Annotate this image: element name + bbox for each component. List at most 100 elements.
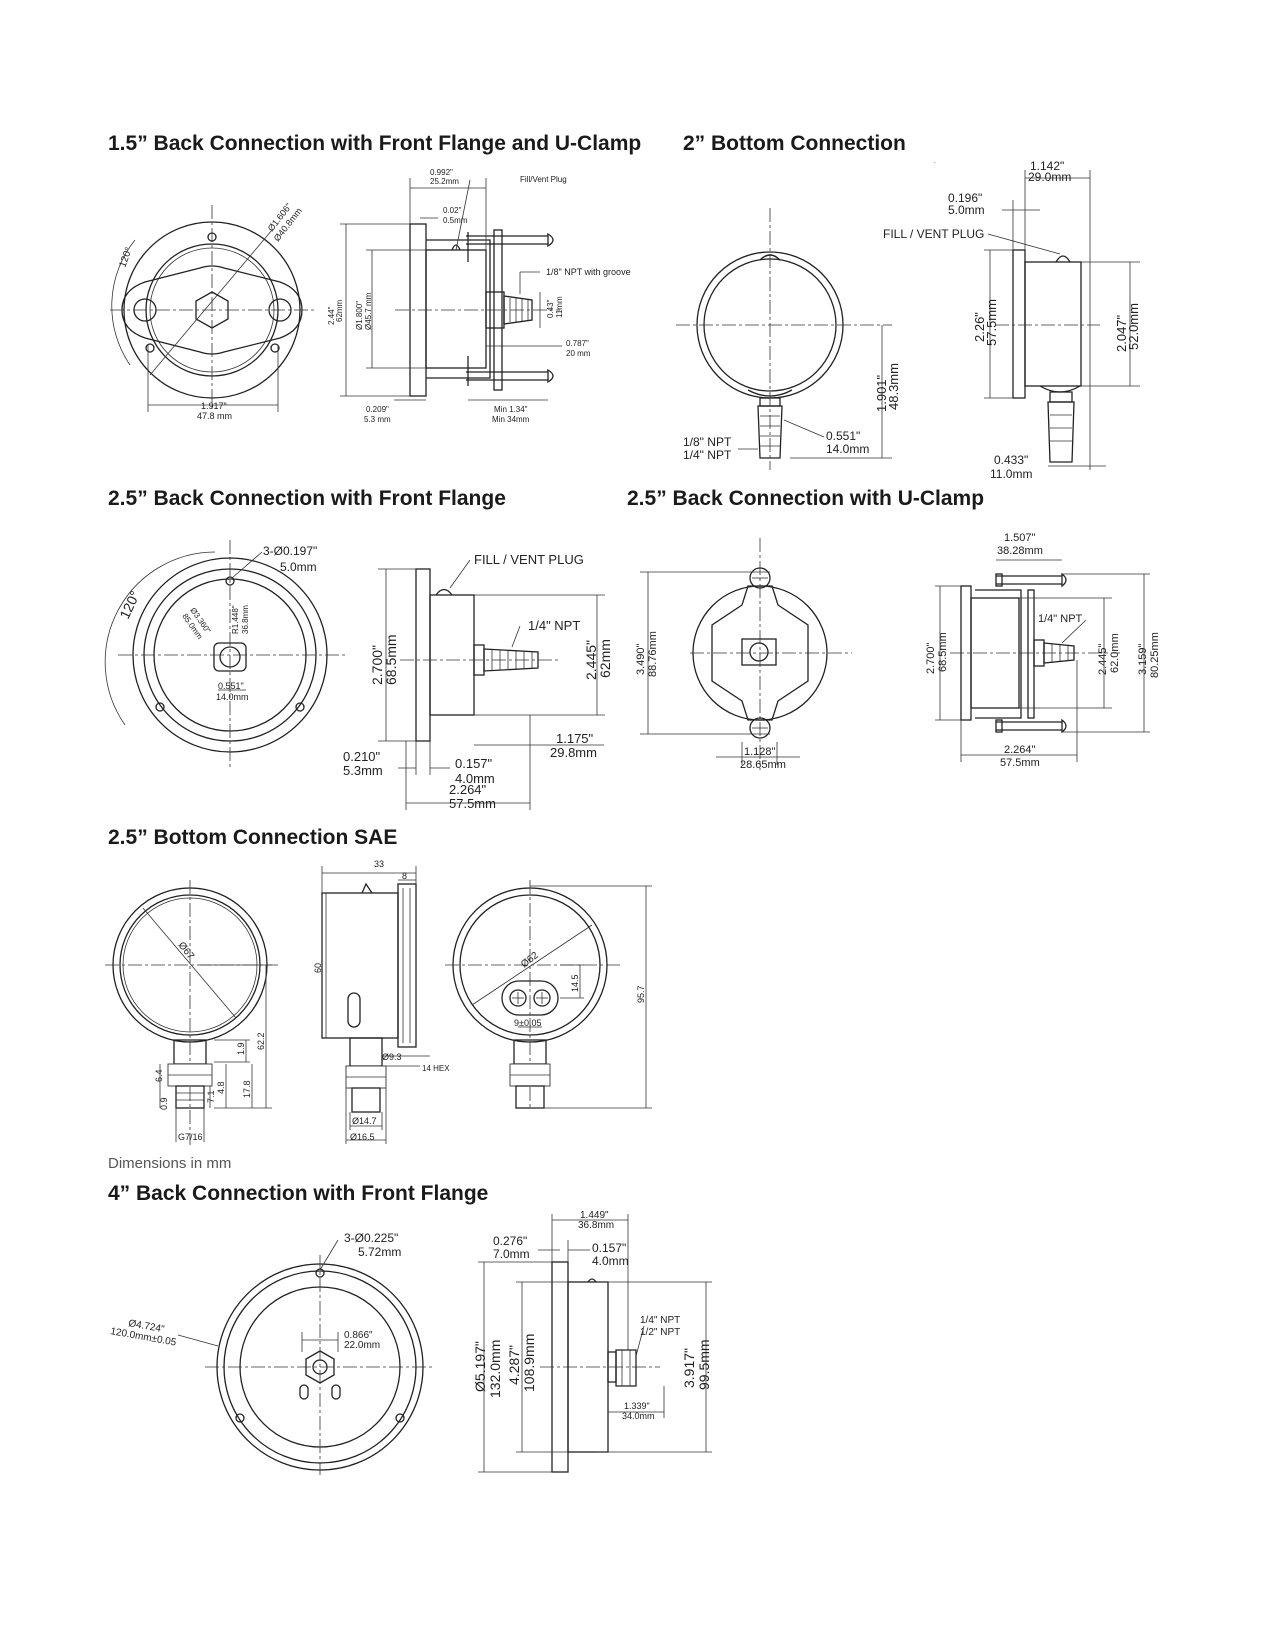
dimension-label: 47.8 mm <box>197 411 232 421</box>
dimension-label: 14.5 <box>570 974 580 992</box>
dimension-label: 99.5mm <box>696 1339 712 1390</box>
dimension-label: Ø16.5 <box>350 1132 375 1142</box>
dimension-label: 57.5mm <box>984 299 999 346</box>
dimension-label: 0.210" <box>343 749 381 764</box>
dimension-label: 6.4 <box>154 1069 164 1082</box>
dimension-label: Ø67 <box>176 940 197 962</box>
dimension-label: Min 34mm <box>492 415 530 424</box>
dimension-label: 62.2 <box>256 1032 266 1050</box>
dimension-label: 4.8 <box>216 1081 226 1094</box>
drawing-2-5-side-view <box>378 559 605 810</box>
dimension-label: G7/16 <box>178 1132 203 1142</box>
dimension-label: 62mm <box>597 639 613 678</box>
dimension-label: 5.0mm <box>280 560 317 574</box>
dimension-label: 0.43" <box>546 299 555 318</box>
dimension-label: 3.917" <box>681 1348 697 1388</box>
dimension-label: 1/4" NPT <box>1038 613 1083 625</box>
dimension-label: 0.9 <box>159 1097 169 1110</box>
dimension-label: 4.287" <box>506 1345 522 1385</box>
dimension-label: 68.5mm <box>937 632 949 672</box>
dimension-label: 28.65mm <box>740 759 786 771</box>
dimension-label: 17.8 <box>242 1080 252 1098</box>
dimension-label: 57.5mm <box>1000 757 1040 769</box>
dimension-label: 0.992" <box>430 168 453 177</box>
dimension-label: 62mm <box>335 299 344 322</box>
dimension-label: 5.3 mm <box>364 415 391 424</box>
dimension-label: 29.8mm <box>550 745 597 760</box>
drawing-2-side-view <box>984 170 1140 470</box>
dimension-label: 34.0mm <box>622 1411 655 1421</box>
dimension-label: 1.507" <box>1004 532 1036 544</box>
dimension-label: 25.2mm <box>430 177 459 186</box>
dimension-label: 1.128" <box>744 746 776 758</box>
dimension-label: 1.449" <box>580 1210 609 1221</box>
dimension-label: 1.339" <box>624 1401 650 1411</box>
dimension-label: 29.0mm <box>1028 170 1071 184</box>
dimension-label: 0.5mm <box>443 216 468 225</box>
dimension-label: 20 mm <box>566 349 591 358</box>
drawing-4-side-view <box>478 1214 712 1473</box>
dimension-label: 2.700" <box>925 642 937 674</box>
dimension-label: 14.0mm <box>216 692 249 702</box>
dimension-label: 14.0mm <box>826 442 869 456</box>
dimension-label: Ø9.3 <box>382 1052 402 1062</box>
dimension-label: 52.0mm <box>1126 303 1141 350</box>
dimension-label: FILL / VENT PLUG <box>883 227 984 241</box>
dimension-label: 0.551" <box>826 429 860 443</box>
dimension-label: 0.787" <box>566 339 589 348</box>
drawing-2-front-view <box>676 208 892 470</box>
dimension-label: Ø1.800" <box>355 301 364 330</box>
dimension-label: 3-Ø0.197" <box>263 544 317 558</box>
dimension-label: 3-Ø0.225" <box>344 1231 398 1245</box>
drawing-sae-side-view <box>321 866 430 1144</box>
dimension-label: 38.28mm <box>997 545 1043 557</box>
drawing-1-5-front-view <box>110 205 315 412</box>
section-title-4-back-flange: 4” Back Connection with Front Flange <box>108 1182 489 1205</box>
dimension-label: 4.0mm <box>592 1254 629 1268</box>
dimension-label: 0.551" <box>218 681 244 691</box>
dimension-label: 1/8" NPT <box>683 435 732 449</box>
dimension-label: 7.0mm <box>493 1247 530 1261</box>
dimension-label: 4.0mm <box>455 771 495 786</box>
dimension-label: 0.433" <box>994 453 1028 467</box>
dimension-label: 1.901" <box>874 374 889 412</box>
drawing-sae-back-view <box>445 880 652 1110</box>
dimension-label: 0.209" <box>366 405 389 414</box>
dimension-label: 120° <box>116 588 143 621</box>
dimension-label: 0.196" <box>948 191 982 205</box>
dimension-label: 8 <box>402 871 407 881</box>
dimension-label: 2.44" <box>327 306 336 325</box>
dimension-label: 5.3mm <box>343 763 383 778</box>
dimension-label: 48.3mm <box>886 363 901 410</box>
dimension-label: 36.8mm <box>241 605 250 634</box>
dimension-label: 11mm <box>555 296 564 318</box>
dimension-label: 1.175" <box>556 731 594 746</box>
dimension-label: 2.445" <box>1097 643 1109 675</box>
dimension-label: 120° <box>117 246 134 269</box>
dimension-label: 2.264" <box>449 782 487 797</box>
dimension-label: Min 1.34" <box>494 405 528 414</box>
dimension-label: 1/4" NPT <box>640 1315 680 1326</box>
dimension-label: 57.5mm <box>449 796 496 811</box>
dimension-label: 1/4" NPT <box>683 448 732 462</box>
drawing-2-5-uclamp-front-view <box>640 538 852 770</box>
section-title-2-5-back-flange: 2.5” Back Connection with Front Flange <box>108 487 506 510</box>
drawing-2-5-uclamp-side-view <box>935 559 1150 762</box>
dimension-label: 1.9 <box>236 1042 246 1055</box>
dimension-label: 0.02" <box>443 206 462 215</box>
dimension-label: 1.142" <box>1030 159 1064 173</box>
dimension-label: 0.276" <box>493 1234 527 1248</box>
dimension-label: 68.5mm <box>383 634 399 685</box>
dimension-label: Ø14.7 <box>352 1116 377 1126</box>
dimension-label: 5.0mm <box>948 203 985 217</box>
stray-mark: . <box>934 159 936 165</box>
dimension-label: 0.157" <box>592 1241 626 1255</box>
dimension-label: 132.0mm <box>487 1340 503 1398</box>
dimension-label: 3.159" <box>1137 643 1149 675</box>
dimension-label: 0.866" <box>344 1330 373 1341</box>
drawing-1-5-side-view <box>340 178 562 401</box>
dimension-label: 2.700" <box>369 645 385 685</box>
dimensions-caption: Dimensions in mm <box>108 1155 232 1172</box>
dimension-label: 62.0mm <box>1109 633 1121 673</box>
